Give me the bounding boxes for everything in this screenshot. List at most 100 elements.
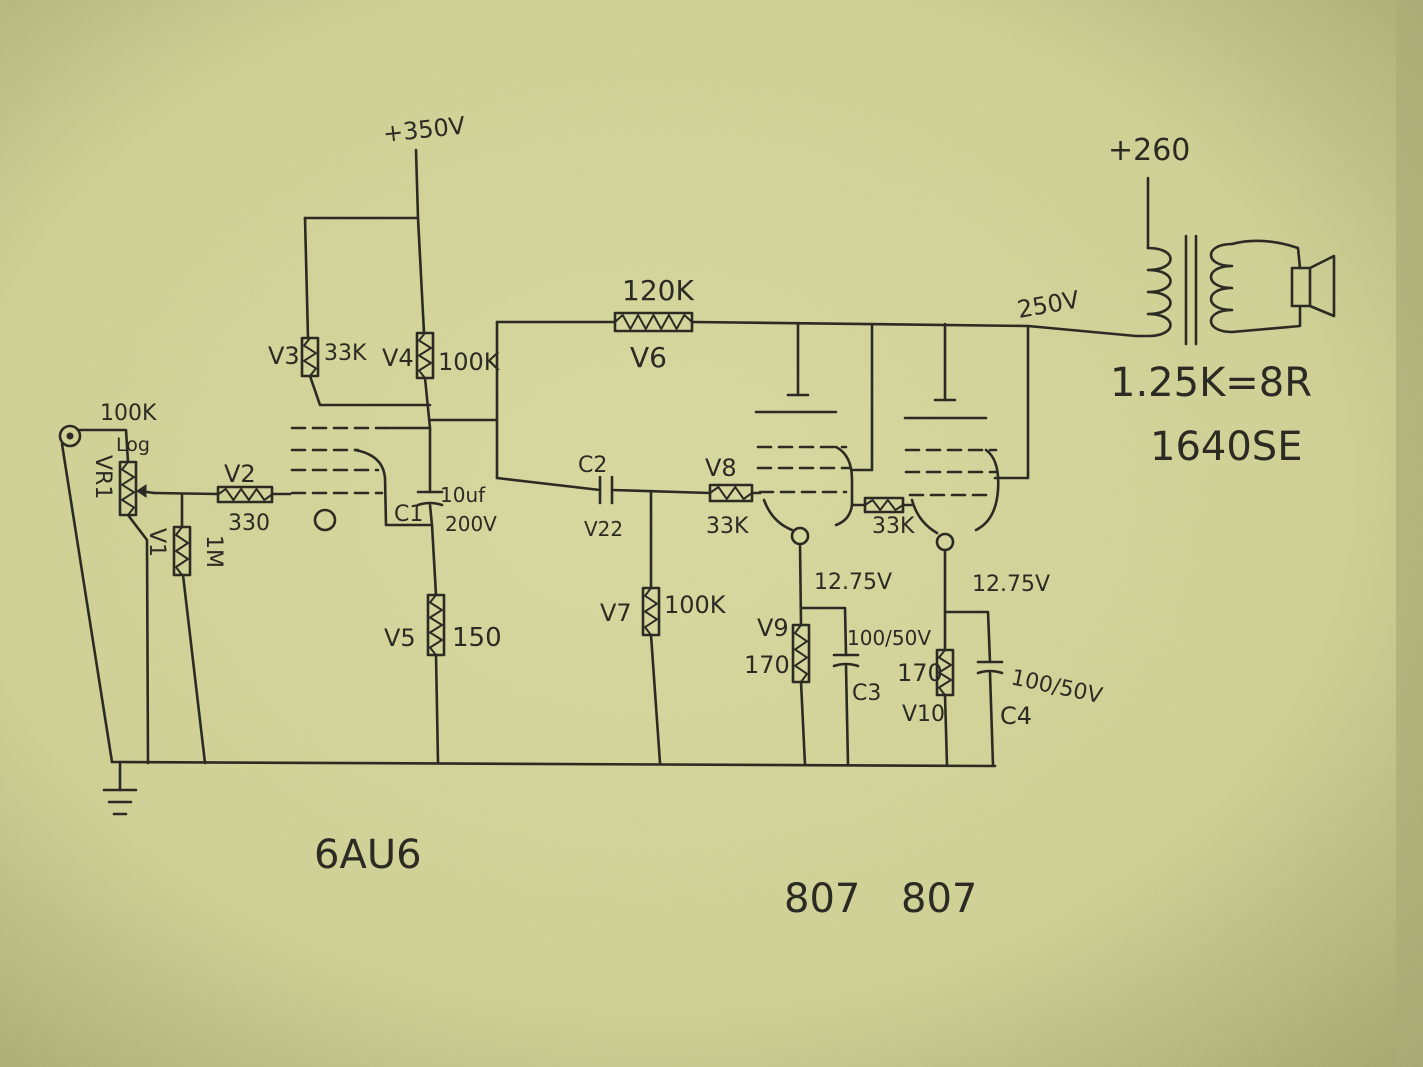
speaker-icon	[1290, 254, 1336, 318]
capacitor-c4	[976, 660, 1004, 675]
wire-to-c4	[943, 610, 992, 664]
label-transformer-impedance: 1.25K=8R	[1110, 360, 1312, 406]
label-c1-value: 10uf	[440, 483, 486, 507]
wire-screen-supply	[850, 322, 874, 472]
label-v2-designator: V2	[224, 460, 256, 488]
label-vr1-value: 100K	[100, 401, 157, 426]
label-v1-designator: V1	[144, 528, 169, 557]
output-tube-807-left	[754, 322, 854, 546]
wiper-arrowhead	[136, 484, 147, 498]
label-c2-designator: C2	[578, 453, 607, 478]
label-c1-designator: C1	[394, 502, 423, 527]
label-v10-value: 170	[897, 659, 943, 687]
wire-to-c2	[495, 476, 602, 492]
label-v7-value: 100K	[664, 591, 727, 619]
primary-coil	[1134, 246, 1172, 338]
label-v4-designator: V4	[382, 344, 414, 372]
wire-v7-to-ground	[649, 633, 662, 765]
label-v7-designator: V7	[600, 599, 632, 627]
wire-c4-to-ground	[988, 671, 995, 767]
capacitor-c1	[416, 490, 444, 507]
wire-v10-to-ground	[943, 693, 949, 767]
resistor-zigzag	[175, 526, 189, 576]
speaker-magnet	[1290, 266, 1312, 308]
label-c3-value: 100/50V	[847, 626, 931, 650]
capacitor-plate-curved	[416, 501, 444, 507]
ground-icon	[102, 760, 138, 816]
resistor-zigzag	[644, 587, 658, 636]
label-cathode-voltage-1: 12.75V	[814, 570, 892, 595]
resistor-zigzag	[418, 332, 432, 379]
wire-jack-to-pot	[76, 428, 130, 464]
label-v10-designator: V10	[902, 702, 945, 727]
wire-secondary-top	[1230, 239, 1302, 270]
label-v4-value: 100K	[438, 348, 501, 376]
capacitor-c3	[832, 653, 860, 668]
resistor-zigzag	[794, 624, 808, 683]
label-c1-voltage: 200V	[445, 512, 497, 536]
label-v3-designator: V3	[268, 342, 300, 370]
resistor-zigzag	[121, 461, 135, 516]
input-jack-icon	[58, 424, 82, 448]
wire-plate-node-vertical	[993, 324, 1030, 480]
label-c3-designator: C3	[852, 681, 881, 706]
resistor-zigzag	[709, 486, 753, 500]
label-cathode-voltage-2: 12.75V	[972, 572, 1050, 597]
label-tube-807-right: 807	[901, 876, 977, 922]
resistor-zigzag	[429, 594, 443, 656]
wire-c2-to-v8	[610, 488, 712, 495]
driver-tube-6au6	[290, 426, 432, 532]
tube-envelope-curve	[974, 448, 1000, 532]
label-c4-designator: C4	[1000, 702, 1032, 730]
wire-c3-to-ground	[844, 664, 850, 767]
jack-ring	[58, 424, 82, 448]
output-tube-807-right	[903, 322, 1000, 552]
wire-to-c3	[799, 606, 848, 657]
capacitor-plate-curved	[976, 669, 1004, 675]
label-v8-designator: V8	[705, 454, 737, 482]
tube-envelope-curve	[910, 498, 939, 535]
label-v3-value: 33K	[324, 341, 367, 366]
wire-v9-to-ground	[799, 680, 807, 767]
wire-pot-bottom-to-ground	[126, 513, 150, 765]
wire-to-v3	[303, 216, 310, 340]
label-grid-resistor-2-value: 33K	[872, 514, 915, 539]
label-v9-designator: V9	[757, 614, 789, 642]
label-v5-designator: V5	[384, 624, 416, 652]
label-tube-807-left: 807	[784, 876, 860, 922]
tube-envelope-curve	[353, 448, 432, 527]
resistor-zigzag	[217, 488, 273, 501]
wire-wiper-node	[152, 491, 220, 496]
label-v1-value: 1M	[201, 535, 226, 568]
wire-cathode-1-to-v9	[798, 542, 803, 627]
speaker-cone	[1308, 254, 1336, 318]
transformer-icon	[1134, 234, 1234, 346]
resistor-zigzag	[303, 337, 317, 377]
resistor-zigzag	[864, 499, 904, 511]
label-c2-value: V22	[584, 517, 623, 541]
wire-jack-sleeve-to-ground	[60, 442, 114, 764]
label-transformer-model: 1640SE	[1150, 424, 1302, 470]
label-v2-value: 330	[228, 511, 270, 536]
label-v6-designator: V6	[630, 341, 667, 374]
tube-envelope-curve	[762, 498, 794, 532]
label-v8-value: 33K	[706, 514, 749, 539]
wire-secondary-bottom	[1230, 304, 1302, 334]
label-v5-value: 150	[452, 623, 502, 653]
ground-bus	[110, 760, 997, 768]
label-vr1-designator: VR1	[90, 455, 115, 499]
resistor-zigzag	[614, 314, 693, 330]
wire-v1-to-ground	[181, 573, 207, 765]
secondary-coil	[1209, 242, 1234, 334]
resistor-zigzag	[938, 649, 952, 696]
tube-envelope-curve	[834, 445, 854, 527]
pot-wiper-arrow-icon	[136, 484, 156, 498]
cathode-circle	[313, 508, 337, 532]
label-supply-260: +260	[1108, 133, 1190, 168]
label-vr1-taper: Log	[116, 434, 150, 456]
label-v6-value: 120K	[622, 274, 694, 307]
wire-c1-to-v5	[428, 503, 438, 597]
jack-tip	[66, 432, 74, 440]
